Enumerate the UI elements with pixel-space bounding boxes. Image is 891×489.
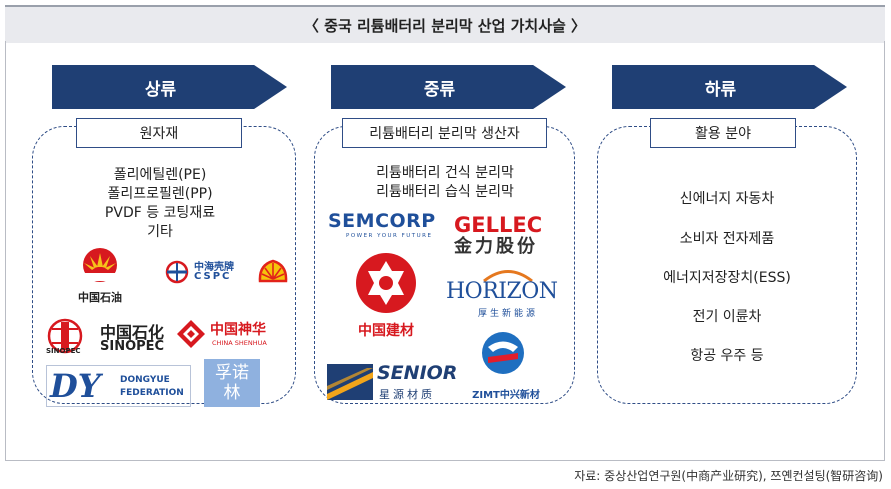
senior-logo: SENIOR 星源材质 [327, 362, 457, 402]
cspc-en: CSPC [194, 271, 232, 282]
sinopec-mark-text: SINOPEC [46, 347, 81, 355]
upstream-item-pvdf: PVDF 등 코팅재료 [104, 205, 216, 221]
midstream-header-arrow: 중류 [331, 65, 566, 109]
gellec-logo: GELLEC 金力股份 [454, 214, 566, 260]
funuolin-logo: 孚诺林 [204, 359, 260, 407]
downstream-item-nev: 신에너지 자동차 [679, 191, 775, 207]
dongyue-mark: DY [50, 367, 101, 405]
petrochina-name: 中国石油 [78, 291, 122, 304]
gellec-en: GELLEC [454, 213, 543, 237]
horizon-logo: HORIZON 厚生新能源 [446, 268, 570, 320]
funuolin-text: 孚诺林 [215, 363, 249, 403]
downstream-item-ess: 에너지저장장치(ESS) [663, 270, 791, 286]
midstream-label: 리튬배터리 분리막 생산자 [342, 118, 547, 148]
sinopec-logo: SINOPEC 中国石化 SINOPEC [44, 318, 172, 360]
semcorp-tagline: POWER YOUR FUTURE [346, 233, 433, 239]
upstream-header-arrow: 상류 [52, 65, 287, 109]
zimt-name: ZIMT中兴新材 [472, 390, 540, 401]
page-title: 〈 중국 리튬배터리 분리막 산업 가치사슬 〉 [5, 5, 885, 43]
semcorp-name: SEMCORP [328, 210, 436, 232]
dongyue-line2: FEDERATION [120, 388, 184, 398]
senior-en: SENIOR [377, 362, 458, 384]
source-note: 자료: 중상산업연구원(中商产业研究), 쯔옌컨설팅(智研咨询) [574, 469, 883, 483]
gellec-cn: 金力股份 [454, 236, 538, 257]
horizon-cn: 厚生新能源 [477, 309, 538, 319]
cspc-cn: 中海壳牌 [194, 262, 234, 273]
upstream-item-pe: 폴리에틸렌(PE) [113, 167, 207, 183]
sinopec-cn: 中国石化 [100, 323, 165, 342]
shell-icon [258, 259, 288, 283]
upstream-item-pp: 폴리프로필렌(PP) [107, 186, 213, 202]
shenhua-logo: 中国神华 CHINA SHENHUA [176, 318, 288, 352]
semcorp-logo: SEMCORP POWER YOUR FUTURE [328, 210, 438, 244]
cspc-logo: 中海壳牌 CSPC [162, 258, 290, 286]
content-panel [5, 41, 885, 461]
midstream-item-dry: 리튬배터리 건식 분리막 [376, 165, 514, 181]
upstream-item-other: 기타 [147, 224, 173, 240]
downstream-item-consumer: 소비자 전자제품 [679, 231, 775, 247]
horizon-en: HORIZON [446, 279, 558, 304]
cnbm-logo: 中国建材 [344, 252, 434, 340]
cnbm-name: 中国建材 [358, 323, 414, 339]
downstream-header-arrow: 하류 [612, 65, 847, 109]
shenhua-en: CHINA SHENHUA [212, 339, 267, 347]
upstream-label: 원자재 [76, 118, 242, 148]
zimt-logo: ZIMT中兴新材 [466, 330, 546, 404]
downstream-item-aerospace: 항공 우주 등 [690, 348, 764, 364]
sinopec-en: SINOPEC [100, 339, 165, 354]
shenhua-cn: 中国神华 [210, 322, 266, 338]
petrochina-logo: 中国石油 [60, 243, 140, 304]
dongyue-line1: DONGYUE [120, 375, 170, 385]
senior-cn: 星源材质 [379, 388, 435, 401]
downstream-label: 활용 분야 [650, 118, 796, 148]
midstream-item-wet: 리튬배터리 습식 분리막 [376, 184, 514, 200]
dongyue-logo: DY DONGYUE FEDERATION [46, 365, 191, 407]
downstream-item-ebike: 전기 이륜차 [692, 309, 762, 325]
